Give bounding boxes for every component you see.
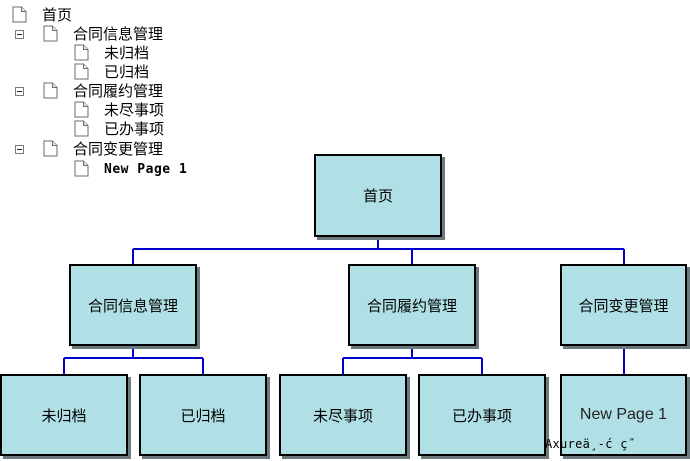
node-label: New Page 1 bbox=[579, 406, 668, 423]
sitemap-item-archived[interactable]: 已归档 bbox=[74, 63, 174, 82]
node-label: 已办事项 bbox=[451, 406, 512, 425]
sitemap-item-contract-performance[interactable]: 合同履约管理 bbox=[43, 82, 203, 101]
sitemap-item-label: 已办事项 bbox=[104, 120, 165, 138]
sitemap-item-label: New Page 1 bbox=[104, 162, 188, 177]
diagram-node-new-page-1[interactable]: New Page 1 bbox=[560, 374, 687, 456]
sitemap-item-unarchived[interactable]: 未归档 bbox=[74, 44, 174, 63]
watermark-text: Axureä¸-ć ç˝ bbox=[545, 437, 636, 451]
sitemap-item-label: 合同信息管理 bbox=[73, 25, 164, 43]
page-icon bbox=[74, 160, 89, 177]
sitemap-item-home[interactable]: 首页 bbox=[12, 6, 92, 25]
sitemap-item-done-items[interactable]: 已办事项 bbox=[74, 120, 194, 139]
page-icon bbox=[43, 25, 58, 42]
sitemap-item-label: 未归档 bbox=[104, 44, 150, 62]
node-label: 首页 bbox=[362, 187, 393, 205]
collapse-toggle-icon[interactable] bbox=[15, 87, 24, 96]
sitemap-item-label: 未尽事项 bbox=[104, 101, 165, 119]
node-label: 已归档 bbox=[180, 406, 226, 425]
page-icon bbox=[74, 63, 89, 80]
sitemap-item-label: 首页 bbox=[42, 6, 73, 24]
diagram-node-done-items[interactable]: 已办事项 bbox=[418, 374, 546, 456]
sitemap-item-contract-info[interactable]: 合同信息管理 bbox=[43, 25, 203, 44]
collapse-toggle-icon[interactable] bbox=[15, 145, 24, 154]
node-label: 合同信息管理 bbox=[87, 296, 178, 315]
diagram-node-home[interactable]: 首页 bbox=[314, 154, 442, 237]
sitemap-item-label: 合同变更管理 bbox=[73, 140, 164, 158]
sitemap-item-contract-change[interactable]: 合同变更管理 bbox=[43, 140, 203, 159]
sitemap-item-new-page-1[interactable]: New Page 1 bbox=[74, 160, 214, 179]
collapse-toggle-icon[interactable] bbox=[15, 30, 24, 39]
sitemap-item-pending-items[interactable]: 未尽事项 bbox=[74, 101, 194, 120]
page-icon bbox=[74, 101, 89, 118]
node-label: 合同变更管理 bbox=[578, 296, 669, 315]
sitemap-item-label: 合同履约管理 bbox=[73, 82, 164, 100]
page-icon bbox=[74, 44, 89, 61]
page-icon bbox=[43, 140, 58, 157]
page-icon bbox=[43, 82, 58, 99]
diagram-node-contract-performance[interactable]: 合同履约管理 bbox=[348, 264, 476, 346]
sitemap-tree: 首页 合同信息管理 未归档 已归档 合同履约管理 bbox=[0, 0, 260, 190]
page-icon bbox=[12, 6, 27, 23]
diagram-node-unarchived[interactable]: 未归档 bbox=[0, 374, 128, 456]
diagram-node-pending-items[interactable]: 未尽事项 bbox=[279, 374, 407, 456]
node-label: 未尽事项 bbox=[312, 406, 373, 425]
page-icon bbox=[74, 120, 89, 137]
node-label: 合同履约管理 bbox=[366, 296, 457, 315]
diagram-node-archived[interactable]: 已归档 bbox=[139, 374, 267, 456]
diagram-node-contract-change[interactable]: 合同变更管理 bbox=[560, 264, 687, 346]
diagram-node-contract-info[interactable]: 合同信息管理 bbox=[69, 264, 197, 346]
sitemap-item-label: 已归档 bbox=[104, 63, 150, 81]
node-label: 未归档 bbox=[41, 406, 87, 425]
